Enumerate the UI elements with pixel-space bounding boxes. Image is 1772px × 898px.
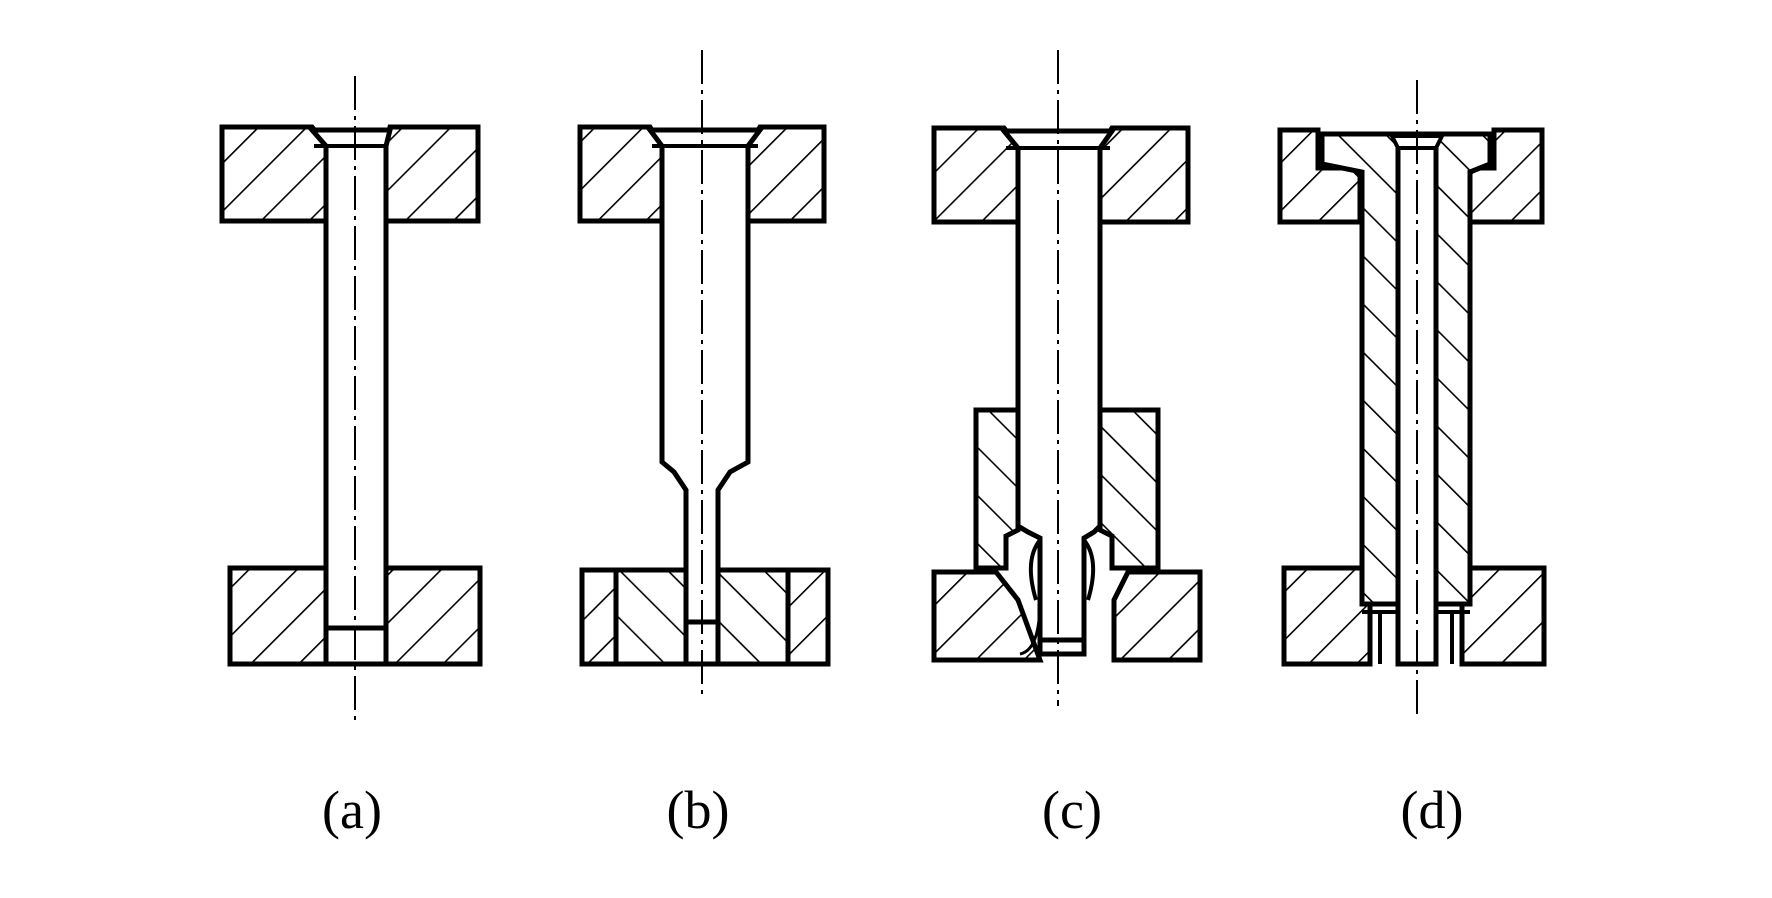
diagram-b-lower-plate-insert-right (715, 567, 791, 667)
label-c: (c) (1042, 780, 1102, 840)
diagram-d-lower-plate-left (1281, 565, 1373, 667)
diagram-b-lower-plate-outer-right (785, 567, 831, 667)
diagram-b (577, 50, 831, 694)
diagram-d (1277, 80, 1547, 716)
diagram-a-lower-plate-right (383, 565, 483, 667)
diagram-b-upper-plate-right (745, 124, 827, 224)
label-b: (b) (667, 780, 730, 840)
diagram-d-lower-plate-right (1459, 565, 1547, 667)
diagram-a-upper-plate-left (219, 124, 329, 224)
diagram-c-guide-sleeve-right (1097, 407, 1161, 571)
diagram-c-upper-plate-left (931, 125, 1021, 225)
diagram-b-lower-plate-insert-left (613, 567, 689, 667)
diagram-a-lower-plate-left (227, 565, 329, 667)
diagram-b-upper-plate-left (577, 124, 665, 224)
diagram-c-lower-plate-left (931, 569, 1044, 663)
diagram-b-lower-plate-outer-left (579, 567, 619, 667)
diagram-c-guide-sleeve-left (973, 407, 1021, 571)
diagram-a-punch (306, 127, 394, 667)
diagram-c-lower-plate-right (1111, 569, 1203, 663)
diagram-a (219, 76, 483, 720)
label-d: (d) (1401, 780, 1464, 840)
label-a: (a) (322, 780, 382, 840)
diagram-a-upper-plate-right (383, 124, 481, 224)
diagram-c (931, 50, 1203, 706)
diagram-c-upper-plate-right (1097, 125, 1191, 225)
